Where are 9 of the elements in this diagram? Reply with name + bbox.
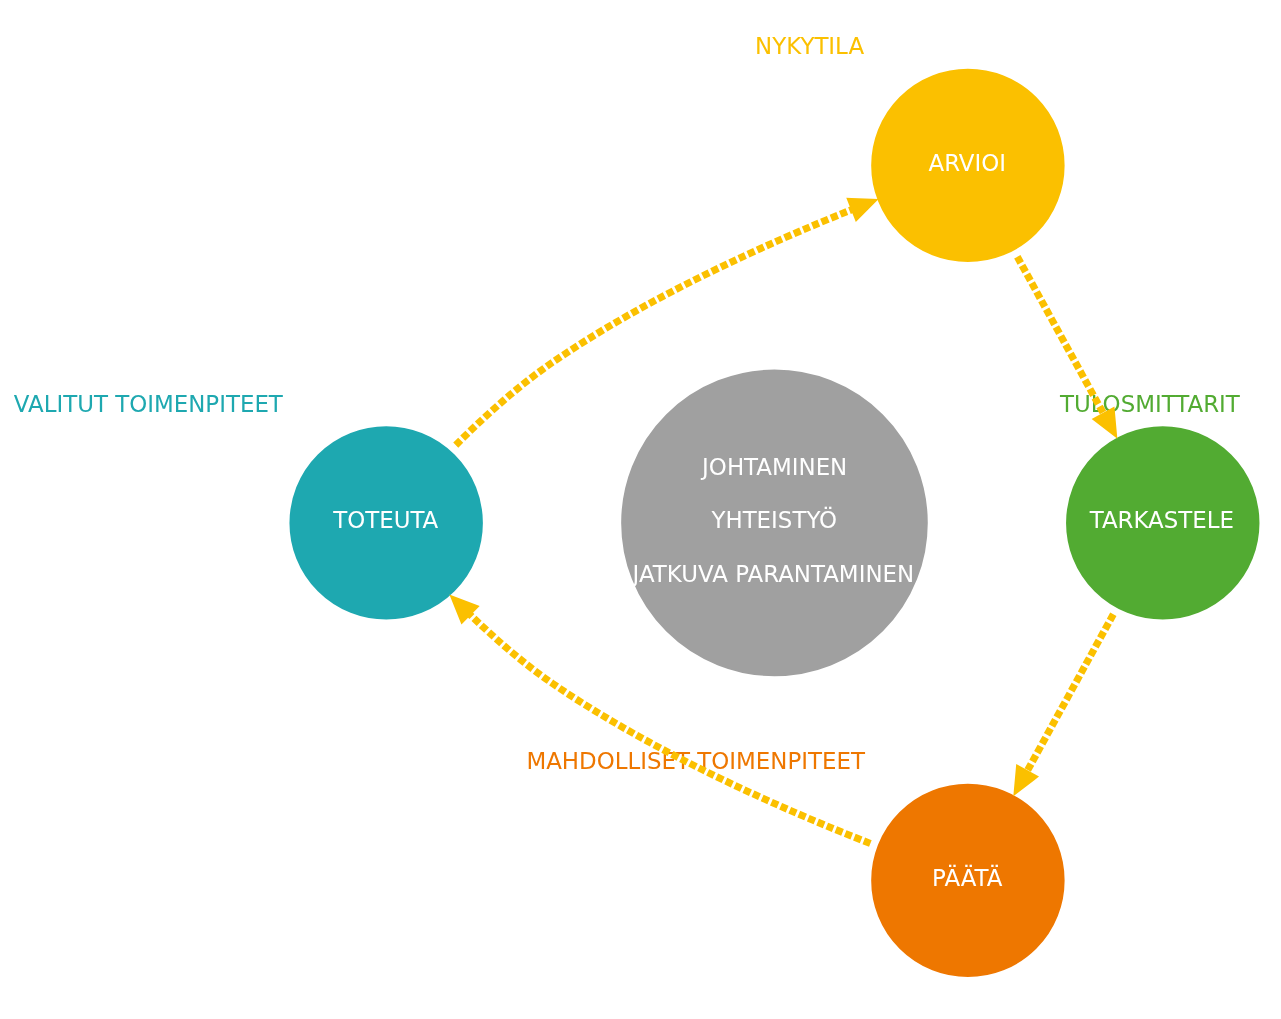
node-label: VALITUT TOIMENPITEET — [13, 390, 283, 417]
node-circle: ARVIOI — [868, 65, 1068, 265]
node-circle: PÄÄTÄ — [868, 780, 1068, 980]
node-label: NYKYTILA — [755, 32, 865, 59]
node-circle: JOHTAMINEN YHTEISTYÖ JATKUVA PARANTAMINEN — [618, 366, 931, 679]
arrow — [453, 197, 879, 448]
arrow — [449, 593, 872, 847]
arrow — [1013, 612, 1117, 796]
arrow — [1014, 254, 1118, 439]
